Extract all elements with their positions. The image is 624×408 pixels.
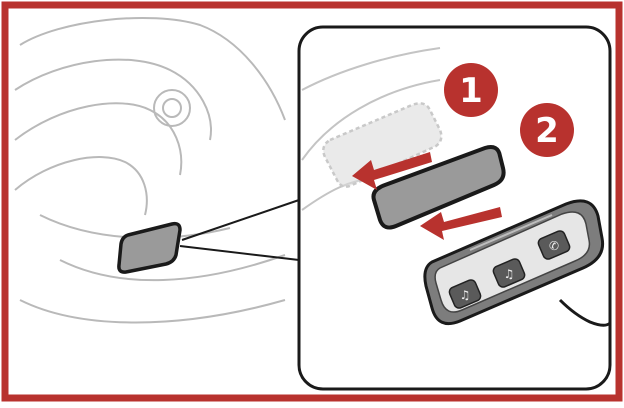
step-badge-1: 1 [444, 63, 498, 117]
step-badge-1-label: 1 [459, 71, 483, 111]
music-note-icon: ♫ [504, 267, 515, 281]
step-badge-2: 2 [520, 103, 574, 157]
music-note-icon: ♫ [460, 288, 471, 302]
phone-icon: ✆ [549, 239, 559, 253]
step-badge-2-label: 2 [535, 111, 559, 151]
